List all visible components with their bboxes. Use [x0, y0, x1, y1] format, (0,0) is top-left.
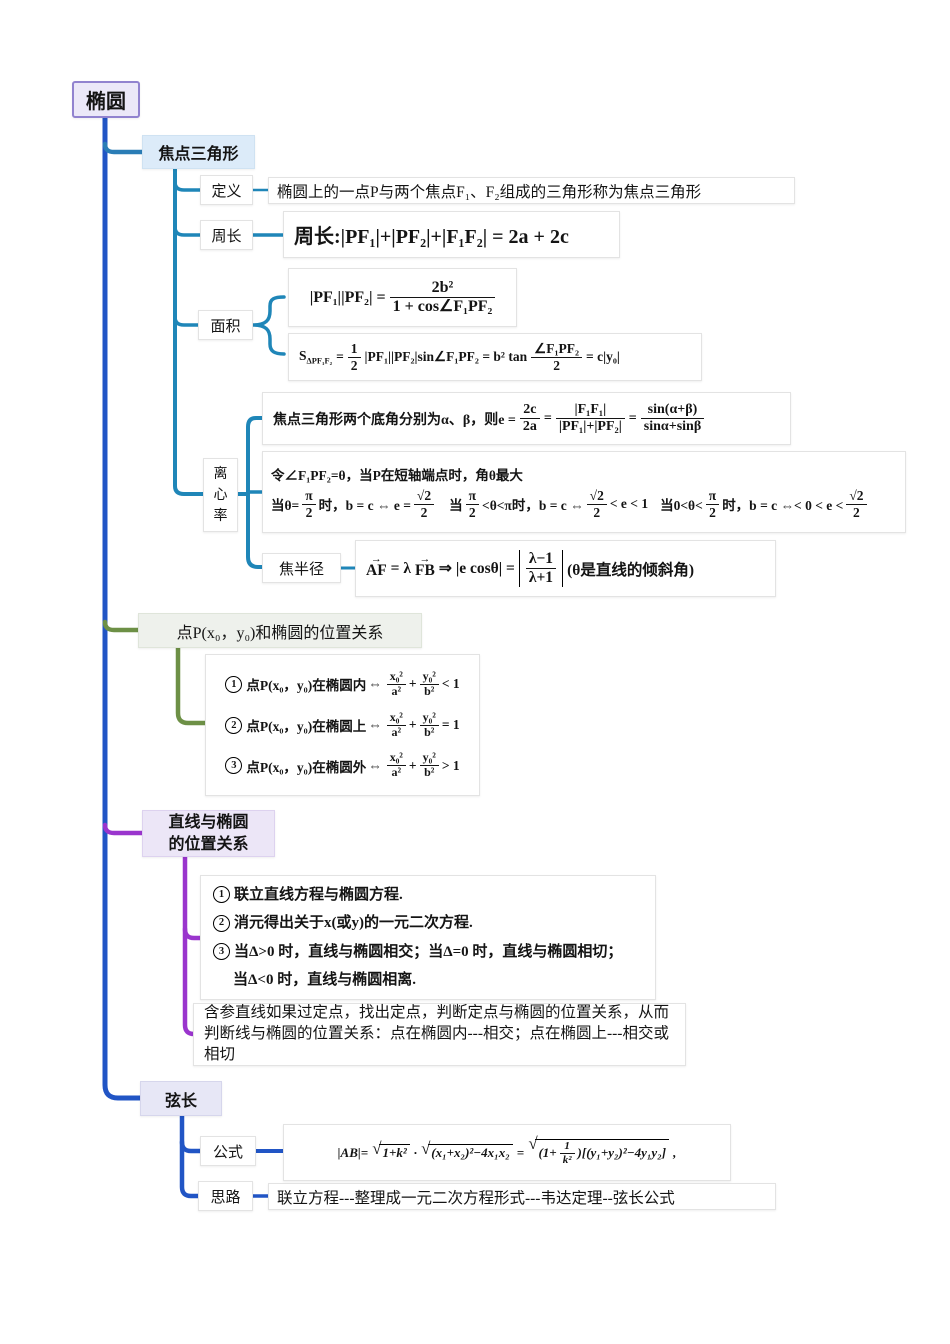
area1-fraction: 2b² 1 + cos∠F₁PF₂: [389, 279, 496, 317]
node-area-formula-2[interactable]: SΔPF₁F₂ = 1 2 |PF₁||PF₂|sin∠F₁PF₂ = b² t…: [288, 333, 702, 381]
chord-approach-text: 联立方程---整理成一元二次方程形式---韦达定理--弦长公式: [277, 1189, 675, 1207]
node-root[interactable]: 椭圆: [72, 81, 140, 118]
node-definition-label[interactable]: 定义: [200, 175, 253, 205]
area2-eq: =: [336, 349, 344, 364]
node-point-position[interactable]: 点P(x₀，y₀)和椭圆的位置关系: [138, 613, 422, 648]
fr-implies: ⇒: [438, 560, 452, 577]
area2-half-fraction: 1 2: [347, 341, 361, 373]
line-note-text: 含参直线如果过定点，找出定点，判断定点与椭圆的位置关系，从而判断线与椭圆的位置关…: [204, 1004, 670, 1063]
ecc1-fraction-3: sin(α+β) sinα+sinβ: [640, 402, 705, 435]
node-chord-formula[interactable]: |AB|= √ 1+k² · √ (x₁+x₂)²−4x₁x₂ = √ (1+ …: [283, 1124, 731, 1181]
chord-sqrt-1: √ 1+k²: [372, 1140, 410, 1161]
node-line-steps[interactable]: 1 联立直线方程与椭圆方程. 2 消元得出关于x(或y)的一元二次方程. 3 当…: [200, 875, 656, 1000]
line-step-3-continued: 当Δ<0 时，直线与椭圆相离.: [233, 972, 416, 988]
node-perimeter-formula[interactable]: 周长:|PF₁|+|PF₂|+|F₁F₂| = 2a + 2c: [283, 211, 620, 258]
node-eccentricity-formula-1[interactable]: 焦点三角形两个底角分别为α、β，则e = 2c 2a = |F₁F₁| |PF₁…: [262, 392, 791, 445]
node-chord-formula-label[interactable]: 公式: [200, 1136, 256, 1166]
fr-tail: (θ是直线的倾斜角): [567, 561, 694, 579]
node-area-label[interactable]: 面积: [198, 310, 253, 340]
line-position-label-line1: 直线与椭圆: [168, 813, 249, 831]
chord-dot: ·: [413, 1144, 417, 1160]
ecc1-eq2: =: [628, 410, 637, 426]
ecc1-fraction-1: 2c 2a: [519, 402, 540, 435]
vector-FB: →FB: [415, 553, 435, 579]
area1-lhs: |PF₁||PF₂| =: [309, 288, 386, 306]
fr-eq1: = λ: [390, 559, 411, 577]
area2-tail: = c|y₀|: [586, 349, 620, 364]
definition-text: 椭圆上的一点P与两个焦点F₁、F₂组成的三角形称为焦点三角形: [277, 183, 702, 201]
ecc1-prefix: 焦点三角形两个底角分别为α、β，则e =: [273, 412, 516, 428]
node-chord-approach[interactable]: 联立方程---整理成一元二次方程形式---韦达定理--弦长公式: [268, 1183, 776, 1210]
node-perimeter-label[interactable]: 周长: [200, 220, 253, 250]
area2-angle-fraction: ∠F₁PF₂ 2: [531, 341, 583, 373]
node-chord-approach-label[interactable]: 思路: [198, 1181, 253, 1211]
line-position-label-line2: 的位置关系: [168, 835, 249, 853]
fr-mid: |e cosθ| =: [455, 559, 515, 577]
chord-eq: =: [516, 1144, 525, 1160]
node-focal-triangle[interactable]: 焦点三角形: [142, 135, 255, 169]
node-area-formula-1[interactable]: |PF₁||PF₂| = 2b² 1 + cos∠F₁PF₂: [288, 268, 517, 327]
node-eccentricity-label[interactable]: 离心率: [203, 458, 238, 532]
line-step-2: 2 消元得出关于x(或y)的一元二次方程.: [213, 909, 473, 938]
chord-lhs: |AB|=: [337, 1144, 369, 1160]
perimeter-formula-text: 周长:|PF₁|+|PF₂|+|F₁F₂| = 2a + 2c: [294, 226, 569, 248]
node-chord[interactable]: 弦长: [140, 1081, 222, 1116]
trunk-line: [102, 115, 143, 1101]
chord-comma: ,: [673, 1144, 677, 1160]
node-definition-text[interactable]: 椭圆上的一点P与两个焦点F₁、F₂组成的三角形称为焦点三角形: [268, 177, 795, 204]
area2-s: SΔPF₁F₂: [299, 348, 333, 366]
chord-sqrt-2: √ (x₁+x₂)²−4x₁x₂: [421, 1140, 513, 1161]
node-focal-radius-label[interactable]: 焦半径: [262, 553, 341, 583]
branch-line-connector: [102, 822, 145, 836]
branch-point-connector: [102, 619, 141, 633]
line-step-3: 3 当Δ>0 时，直线与椭圆相交；当Δ=0 时，直线与椭圆相切；: [213, 938, 622, 967]
ecc2-line1: 令∠F₁PF₂=θ，当P在短轴端点时，角θ最大: [271, 467, 523, 483]
node-line-position[interactable]: 直线与椭圆 的位置关系: [142, 810, 275, 857]
area-brace: [251, 295, 286, 356]
ecc1-eq1: =: [543, 410, 552, 426]
ecc1-fraction-2: |F₁F₁| |PF₁|+|PF₂|: [555, 402, 625, 435]
node-line-note[interactable]: 含参直线如果过定点，找出定点，判断定点与椭圆的位置关系，从而判断线与椭圆的位置关…: [193, 1003, 686, 1066]
vector-AF: →AF: [366, 553, 387, 579]
branch-focal-connector: [102, 141, 145, 155]
area2-mid: |PF₁||PF₂|sin∠F₁PF₂ = b² tan: [364, 349, 528, 364]
line-step-1: 1 联立直线方程与椭圆方程.: [213, 881, 403, 910]
